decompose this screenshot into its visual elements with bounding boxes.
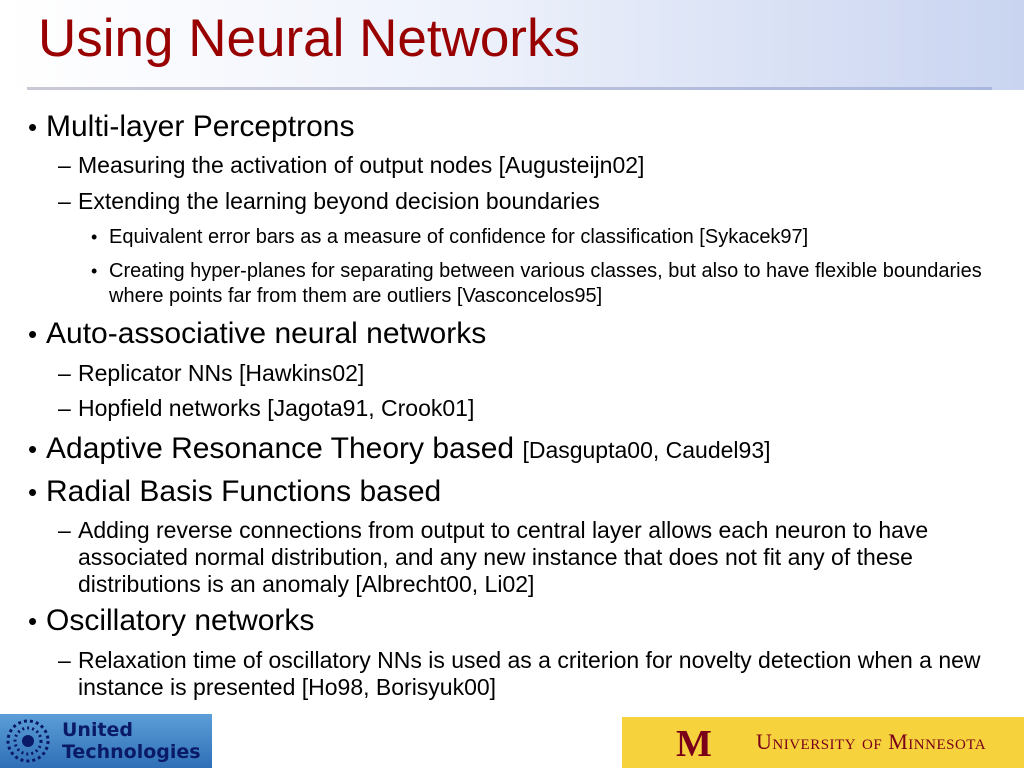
dash-marker: – — [58, 152, 71, 178]
sub-bullet-augusteijn: – Measuring the activation of output nod… — [58, 152, 1008, 179]
bullet-reference: [Dasgupta00, Caudel93] — [522, 437, 771, 463]
slide-title: Using Neural Networks — [38, 9, 580, 68]
bullet-multi-layer-perceptrons: • Multi-layer Perceptrons — [28, 109, 355, 145]
sub-sub-bullet-vasconcelos: • Creating hyper-planes for separating b… — [91, 259, 1014, 309]
bullet-marker: • — [28, 606, 38, 636]
dash-marker: – — [58, 188, 71, 214]
sub-bullet-replicator: – Replicator NNs [Hawkins02] — [58, 360, 1008, 387]
umn-m-mark: M — [676, 723, 712, 765]
bullet-text: Oscillatory networks — [46, 604, 315, 637]
bullet-text: Extending the learning beyond decision b… — [78, 188, 600, 214]
bullet-text: Auto-associative neural networks — [46, 317, 487, 350]
bullet-text: Radial Basis Functions based — [46, 475, 442, 508]
ut-logo-text: United Technologies — [62, 719, 201, 763]
sub-sub-bullet-sykacek: • Equivalent error bars as a measure of … — [91, 225, 1014, 250]
title-divider — [27, 87, 992, 90]
united-technologies-logo: United Technologies — [0, 714, 212, 768]
ut-logo-line2: Technologies — [62, 741, 201, 763]
bullet-auto-associative: • Auto-associative neural networks — [28, 316, 487, 352]
umn-logo-text: University of Minnesota — [756, 729, 987, 754]
bullet-text: Multi-layer Perceptrons — [46, 110, 355, 143]
dash-marker: – — [58, 647, 71, 673]
bullet-text: Equivalent error bars as a measure of co… — [109, 226, 809, 248]
bullet-text: Adaptive Resonance Theory based — [46, 432, 515, 465]
bullet-text: Adding reverse connections from output t… — [78, 517, 929, 597]
bullet-marker: • — [91, 227, 98, 247]
bullet-marker: • — [28, 319, 38, 349]
bullet-text: Relaxation time of oscillatory NNs is us… — [78, 647, 981, 700]
university-of-minnesota-logo: M University of Minnesota — [622, 717, 1024, 768]
sub-bullet-relaxation-time: – Relaxation time of oscillatory NNs is … — [58, 647, 1013, 701]
dash-marker: – — [58, 395, 71, 421]
bullet-marker: • — [91, 261, 98, 281]
bullet-text: Creating hyper-planes for separating bet… — [109, 260, 982, 307]
sub-bullet-hopfield: – Hopfield networks [Jagota91, Crook01] — [58, 395, 1008, 422]
bullet-oscillatory: • Oscillatory networks — [28, 603, 315, 639]
ut-emblem-icon — [6, 719, 50, 763]
sub-bullet-reverse-connections: – Adding reverse connections from output… — [58, 517, 1013, 598]
sub-bullet-extending-learning: – Extending the learning beyond decision… — [58, 188, 1008, 215]
title-background — [0, 0, 1024, 90]
bullet-marker: • — [28, 434, 38, 464]
bullet-adaptive-resonance: • Adaptive Resonance Theory based [Dasgu… — [28, 431, 771, 468]
bullet-marker: • — [28, 477, 38, 507]
dash-marker: – — [58, 517, 71, 543]
bullet-text: Measuring the activation of output nodes… — [78, 152, 645, 178]
ut-logo-line1: United — [62, 719, 134, 741]
bullet-marker: • — [28, 112, 38, 142]
bullet-text: Replicator NNs [Hawkins02] — [78, 360, 365, 386]
dash-marker: – — [58, 360, 71, 386]
bullet-radial-basis: • Radial Basis Functions based — [28, 474, 442, 510]
bullet-text: Hopfield networks [Jagota91, Crook01] — [78, 395, 475, 421]
